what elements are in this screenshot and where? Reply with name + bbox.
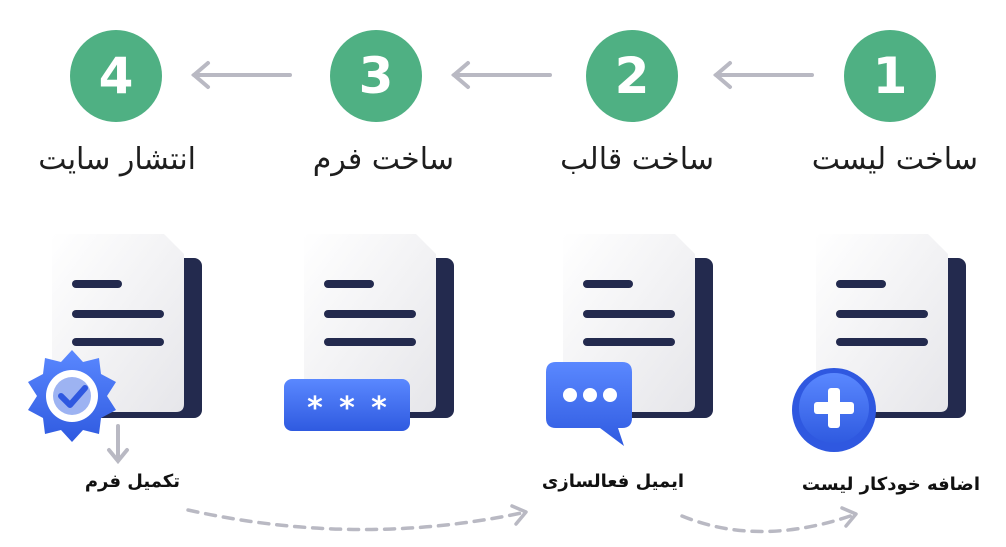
caption-auto-add-list: اضافه خودکار لیست — [801, 474, 980, 495]
step-number-3: 3 — [358, 47, 394, 105]
chat-bubble-icon — [546, 362, 632, 446]
svg-text:*: * — [371, 391, 387, 426]
plus-badge-icon — [792, 368, 876, 452]
step-title-4: انتشار سایت — [38, 142, 196, 177]
document-icon-list — [816, 234, 966, 418]
connector-arrow-1-2 — [712, 61, 814, 89]
step-circle-3: 3 — [330, 30, 422, 122]
svg-text:*: * — [307, 391, 323, 426]
step-number-1: 1 — [872, 47, 908, 105]
connector-arrow-2-3 — [450, 61, 552, 89]
connector-arrow-3-4 — [190, 61, 292, 89]
dashed-arrow-email-to-list — [680, 512, 858, 534]
step-circle-2: 2 — [586, 30, 678, 122]
step-number-4: 4 — [98, 47, 134, 105]
svg-text:*: * — [339, 391, 355, 426]
down-arrow-icon — [107, 424, 129, 465]
verified-badge-icon — [28, 350, 116, 442]
password-field-icon: * * * — [284, 379, 410, 431]
document-icon-form — [304, 234, 454, 418]
dashed-arrow-form-to-email — [186, 508, 528, 532]
dashed-arrow-head-list — [840, 506, 858, 528]
dashed-arrow-head-email — [510, 504, 528, 526]
step-title-2: ساخت قالب — [560, 142, 714, 177]
step-number-2: 2 — [614, 47, 650, 105]
step-title-1: ساخت لیست — [811, 142, 978, 177]
step-title-3: ساخت فرم — [312, 142, 454, 177]
step-circle-4: 4 — [70, 30, 162, 122]
step-circle-1: 1 — [844, 30, 936, 122]
caption-complete-form: تکمیل فرم — [84, 471, 180, 492]
caption-activation-email: ایمیل فعالسازی — [541, 471, 684, 492]
